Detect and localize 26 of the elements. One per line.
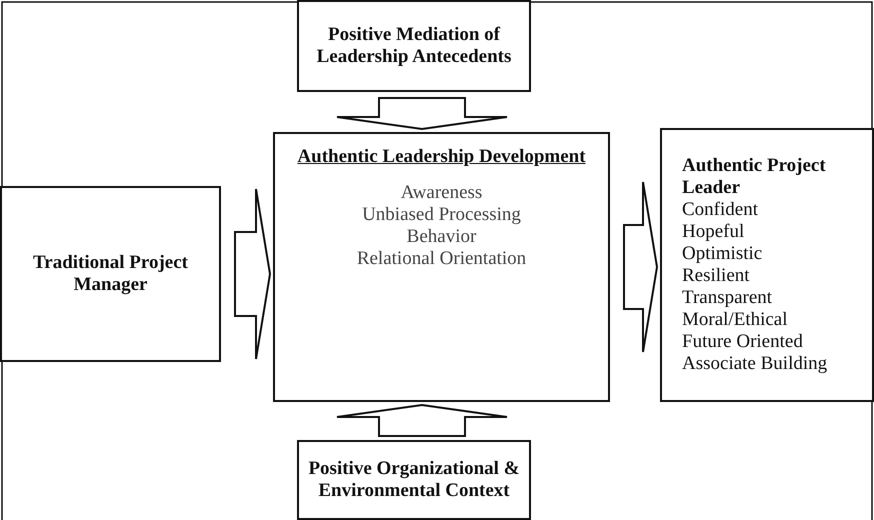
text-box [273, 132, 610, 402]
list-item: Behavior [406, 226, 476, 248]
text-box [297, 440, 531, 520]
list-item: Moral/Ethical [682, 309, 788, 331]
list-item: Awareness [400, 182, 482, 204]
box-label: Traditional Project Manager [32, 252, 189, 296]
block-arrow [234, 188, 272, 360]
text-box [0, 186, 221, 362]
list-item: Resilient [682, 265, 750, 287]
box-label: Positive Organizational & Environmental Context [307, 458, 521, 502]
list-item: Transparent [682, 287, 772, 309]
list-item: Confident [682, 199, 758, 221]
list-item: Optimistic [682, 243, 762, 265]
box-label: Positive Mediation of Leadership Antecedents [316, 24, 512, 68]
list-item: Future Oriented [682, 331, 803, 353]
list-item: Hopeful [682, 221, 744, 243]
block-arrow [623, 181, 658, 353]
list-item: Relational Orientation [356, 248, 526, 270]
box-heading: Authentic Project Leader [682, 155, 827, 199]
block-arrow [336, 404, 508, 437]
list-item: Associate Building [682, 353, 828, 375]
list-item: Unbiased Processing [362, 204, 521, 226]
block-arrow [336, 97, 508, 130]
text-box [297, 0, 531, 92]
text-box [660, 128, 874, 402]
box-heading: Authentic Leadership Development [297, 146, 586, 168]
